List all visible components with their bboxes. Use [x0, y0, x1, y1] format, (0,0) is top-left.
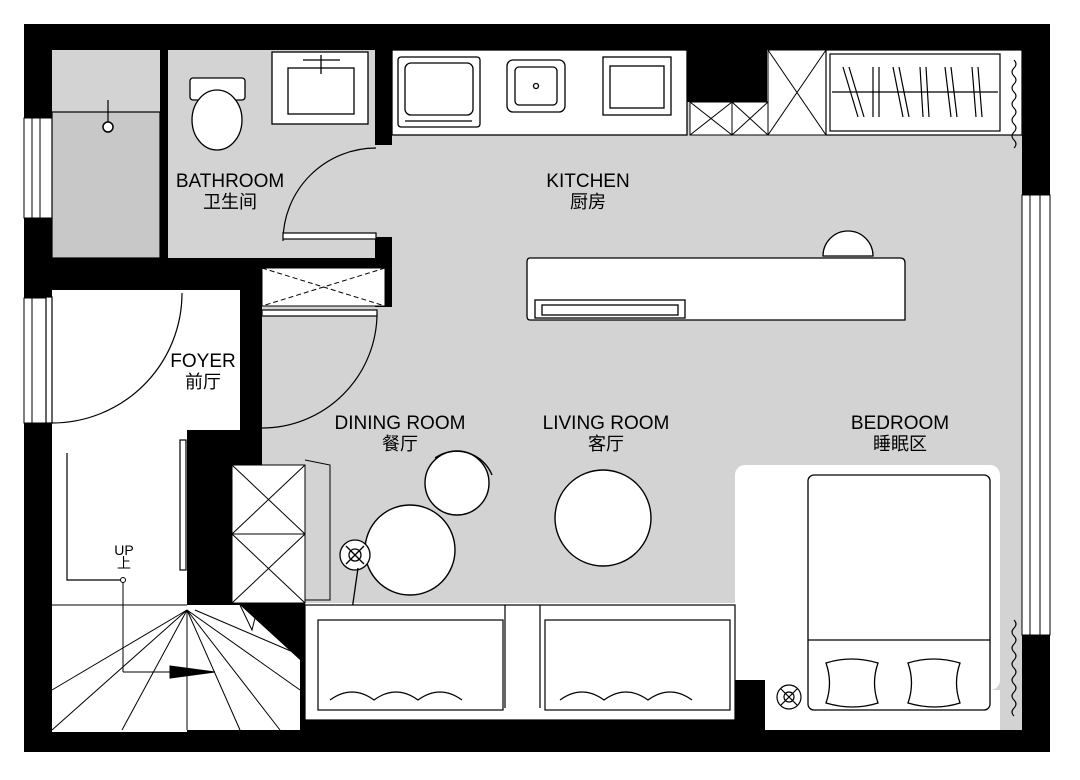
right-window — [1021, 194, 1051, 636]
curtains — [1011, 59, 1017, 717]
dining-label-en: DINING ROOM — [334, 413, 466, 434]
living-table — [554, 469, 652, 567]
foyer-label-zh: 前厅 — [184, 371, 221, 393]
foyer-label-en: FOYER — [170, 351, 236, 372]
kitchen-cabinets — [689, 49, 827, 136]
sofa — [304, 604, 736, 721]
stairs — [51, 577, 301, 731]
bathroom-label: BATHROOM 卫生间 — [176, 171, 284, 214]
wardrobe — [825, 49, 1023, 136]
entry-doors — [45, 292, 378, 581]
kitchen-label-en: KITCHEN — [546, 171, 630, 192]
hall-cabinet — [261, 267, 386, 307]
kitchen-island — [526, 230, 906, 321]
living-label: LIVING ROOM 客厅 — [543, 413, 670, 456]
bathroom-door — [282, 147, 377, 242]
living-label-en: LIVING ROOM — [542, 413, 670, 434]
dining-set — [364, 450, 493, 596]
storage-cabinet — [231, 459, 331, 604]
living-label-zh: 客厅 — [588, 433, 624, 455]
toilet — [189, 77, 246, 151]
bed — [807, 474, 991, 711]
bathroom-label-en: BATHROOM — [175, 171, 285, 192]
stairs-up-label-en: UP — [114, 542, 134, 558]
bathroom-label-zh: 卫生间 — [203, 191, 257, 213]
kitchen-label: KITCHEN 厨房 — [546, 171, 629, 214]
kitchen-counter — [391, 49, 688, 136]
bedroom-lamp — [776, 684, 802, 710]
shower — [51, 100, 161, 259]
stairs-up-label-zh: 上 — [116, 556, 131, 572]
foyer-label: FOYER 前厅 — [170, 351, 235, 394]
dining-label-zh: 餐厅 — [381, 433, 418, 455]
dining-label: DINING ROOM 餐厅 — [335, 413, 466, 456]
bedroom-label: BEDROOM 睡眠区 — [851, 413, 949, 456]
bathroom-sink — [271, 51, 369, 125]
floor-lamp — [309, 539, 371, 621]
bedroom-label-en: BEDROOM — [850, 413, 950, 434]
bedroom-label-zh: 睡眠区 — [873, 433, 927, 455]
kitchen-label-zh: 厨房 — [570, 191, 606, 213]
stairs-up-label: UP 上 — [114, 543, 133, 571]
